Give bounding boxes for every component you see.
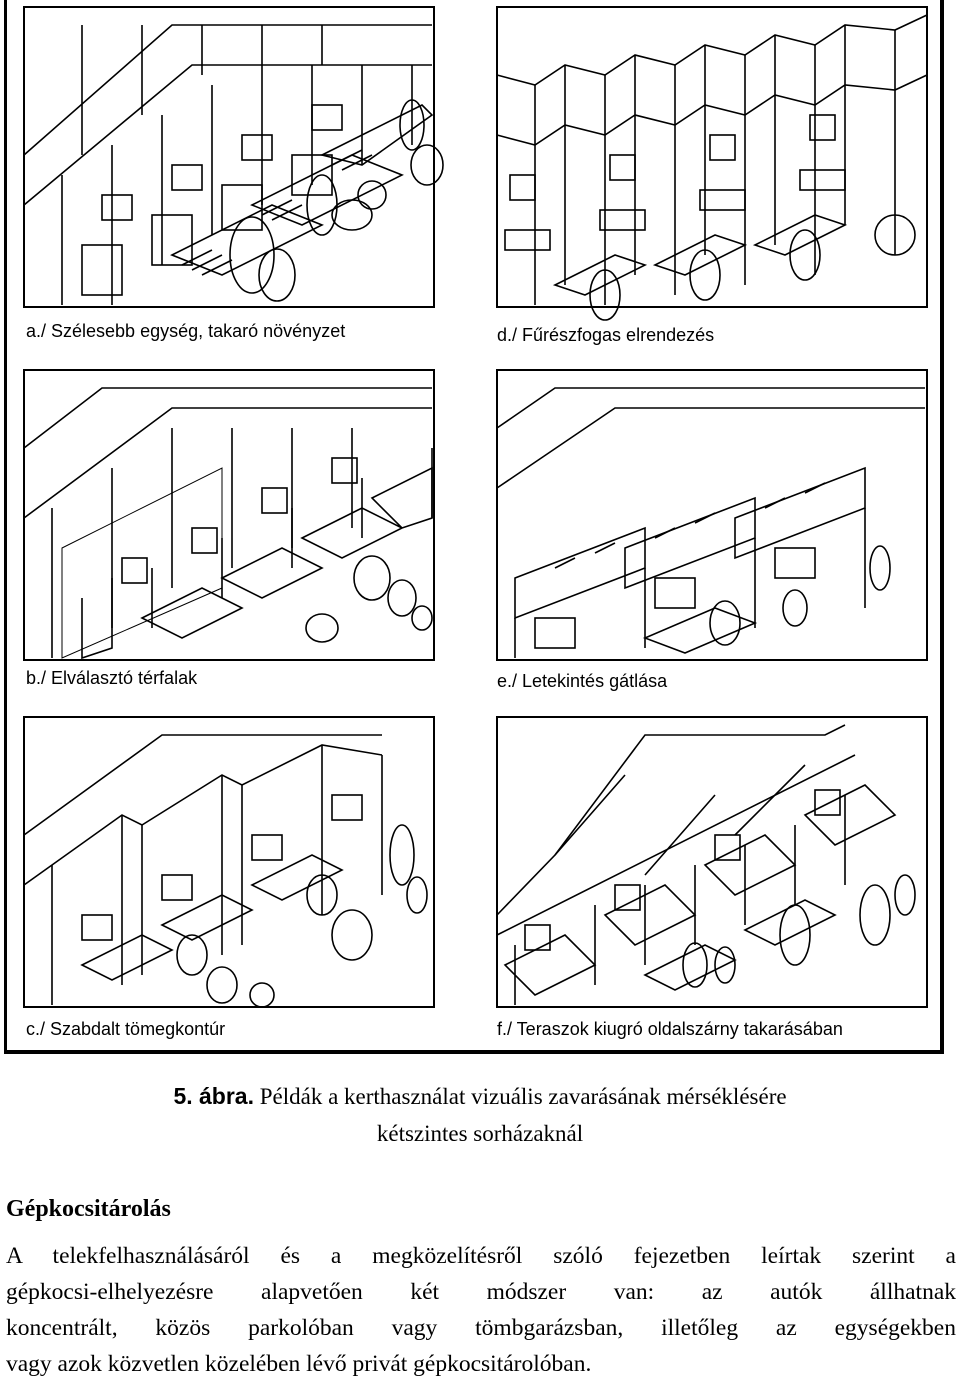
body-line-1: A telekfelhasználásáról és a megközelíté… bbox=[6, 1243, 956, 1269]
body-line-2: gépkocsi-elhelyezésre alapvetően két mód… bbox=[6, 1279, 956, 1305]
panel-d-label: d./ Fűrészfogas elrendezés bbox=[497, 325, 715, 345]
caption-line-2: kétszintes sorházaknál bbox=[376, 1121, 584, 1146]
panel-c-drawing bbox=[23, 716, 435, 1008]
section-heading: Gépkocsitárolás bbox=[6, 1196, 171, 1222]
panel-f: f./ Teraszok kiugró oldalszárny takarásá… bbox=[495, 715, 935, 1045]
panel-d: d./ Fűrészfogas elrendezés bbox=[495, 5, 935, 345]
body-line-3: koncentrált, közös parkolóban vagy tömbg… bbox=[6, 1315, 956, 1341]
panel-d-drawing bbox=[496, 6, 928, 321]
panel-a: a./ Szélesebb egység, takaró növényzet bbox=[22, 5, 462, 341]
panel-f-label: f./ Teraszok kiugró oldalszárny takarásá… bbox=[497, 1019, 843, 1039]
panel-b: b./ Elválasztó térfalak bbox=[22, 368, 462, 698]
panel-e: e./ Letekintés gátlása bbox=[495, 368, 935, 698]
figure-caption: 5. ábra. Példák a kerthasználat vizuális… bbox=[0, 1080, 960, 1113]
panel-c: c./ Szabdalt tömegkontúr bbox=[22, 715, 462, 1045]
caption-line-1: Példák a kerthasználat vizuális zavarásá… bbox=[253, 1084, 787, 1109]
panel-e-drawing bbox=[496, 369, 928, 661]
body-line-4: vagy azok közvetlen közelében lévő privá… bbox=[6, 1351, 592, 1377]
section-body: A telekfelhasználásáról és a megközelíté… bbox=[6, 1238, 956, 1382]
figure-frame bbox=[4, 0, 944, 1054]
figure-number: 5. ábra. bbox=[173, 1083, 254, 1109]
panel-b-label: b./ Elválasztó térfalak bbox=[26, 668, 198, 688]
panel-a-drawing bbox=[23, 6, 444, 308]
panel-f-drawing bbox=[496, 716, 928, 1008]
panel-b-drawing bbox=[23, 369, 435, 661]
panel-c-label: c./ Szabdalt tömegkontúr bbox=[26, 1019, 226, 1039]
panel-e-label: e./ Letekintés gátlása bbox=[497, 671, 668, 691]
panel-a-label: a./ Szélesebb egység, takaró növényzet bbox=[26, 321, 346, 341]
